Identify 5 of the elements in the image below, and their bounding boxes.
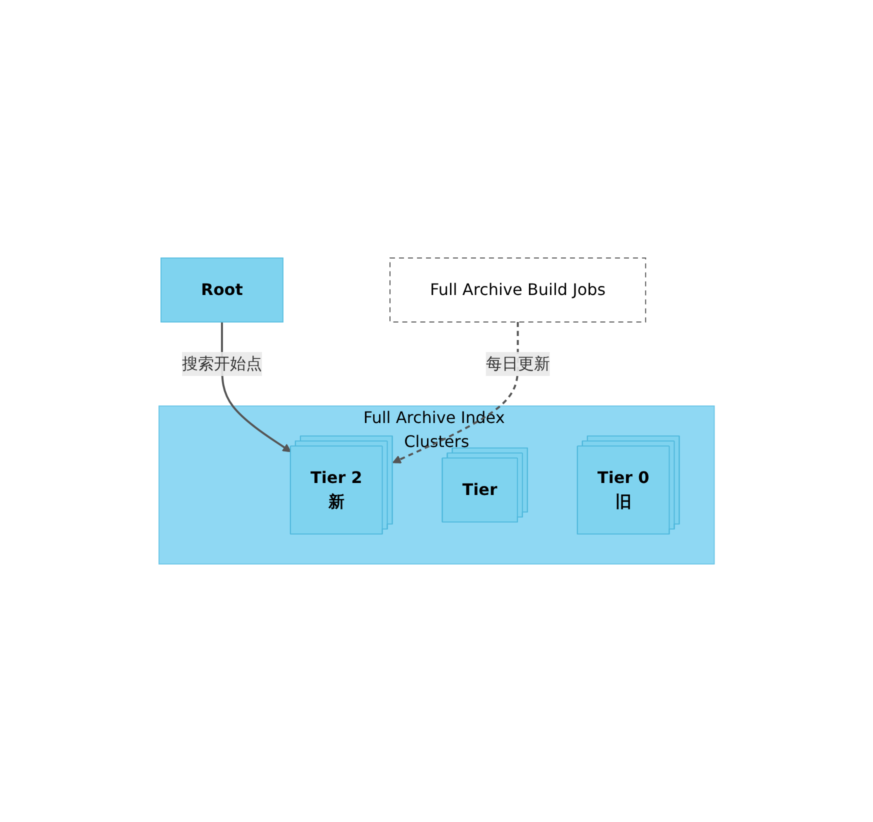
arrow (392, 322, 519, 464)
node-box: Full Archive Build Jobs (389, 258, 646, 322)
edge-label: 每日更新 (486, 354, 550, 373)
node-box: Root (160, 258, 284, 322)
edge-label: 搜索开始点 (182, 354, 262, 373)
